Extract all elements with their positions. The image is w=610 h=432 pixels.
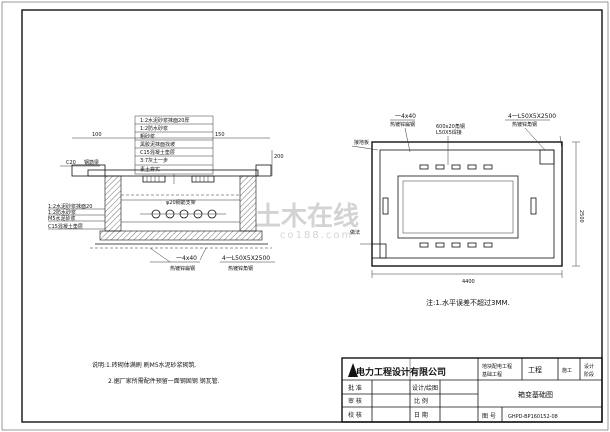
stage-3: 阶段	[584, 371, 594, 378]
vent-bars-top	[419, 164, 493, 170]
layer-4: C15混凝土垫层	[140, 149, 175, 156]
angle-left-label: 一4x40	[176, 255, 197, 262]
vent-bars-bottom	[419, 242, 493, 248]
layer-6: 素土夯实	[140, 166, 160, 173]
angle-right-label: 4一L50X5X2500	[222, 255, 270, 262]
plan-callout-1-sub: 热镀锌扁钢	[390, 121, 415, 128]
stage-2: 设计	[584, 363, 594, 370]
beam-left-label: 钢筋梁	[84, 159, 99, 166]
plan-note: 注:1.水平误差不超过3MM.	[426, 298, 510, 307]
layer-3: 黑胶泥抹面找坡	[140, 141, 175, 148]
watermark-main: 土木在线	[255, 202, 359, 232]
label-drawing-no: 图 号	[482, 413, 496, 420]
dim-right: 200	[274, 154, 284, 160]
plan-dim-height: 2500	[578, 210, 584, 223]
angle-right-sub: 热镀锌角钢	[228, 265, 253, 272]
project-line-1: 地块配电工程	[482, 363, 512, 370]
col-scale: 比 例	[414, 397, 428, 405]
layer-2: 粗砂浆	[140, 133, 155, 140]
dim-top-mid: 150	[215, 132, 225, 138]
section-view: 1:2水泥砂浆抹面20厚 1:2防水砂浆 粗砂浆 黑胶泥抹面找坡 C15混凝土垫…	[48, 115, 284, 272]
pipe-label: φ20钢筋支架	[166, 199, 196, 206]
company-logo-icon	[348, 363, 358, 377]
plan-dim-width: 4400	[462, 279, 475, 285]
side-note-3: M5水泥砂浆	[48, 215, 76, 222]
plan-callout-1: 一4x40	[395, 113, 416, 120]
dim-top-left: 100	[92, 132, 102, 138]
plaster-note: 1:2水泥砂浆抹面20厚	[140, 117, 189, 124]
plan-callout-3: 4一L50X5X2500	[508, 113, 556, 120]
note-line-1: 说明:1.砖砌体满刷 刷M5水泥砂浆砌筑.	[92, 361, 197, 369]
vent-grille-right	[191, 175, 215, 183]
drawing-number: GHPD-BP160152-08	[508, 414, 558, 420]
pipe-left-label: C20	[66, 160, 76, 166]
project-line-2: 基础工程	[482, 371, 502, 378]
label-engineering: 工程	[528, 365, 542, 374]
plan-callout-side: 做法	[350, 229, 360, 236]
inner-frame	[21, 9, 603, 423]
watermark: 土木在线 co188.com	[255, 202, 359, 241]
row-approve: 批 准	[348, 384, 362, 392]
plan-callout-2: 600x20角钢	[436, 123, 465, 130]
col-design: 设计/绘图	[412, 384, 438, 392]
side-note-1: 1:2水泥砂浆抹面20	[48, 203, 92, 210]
stage-1: 施工	[562, 367, 572, 374]
layer-5: 3:7灰土一步	[140, 157, 168, 164]
title-block: 电力工程设计有限公司 地块配电工程 基础工程 工程 施工 设计 阶段 批 准 审…	[341, 357, 603, 423]
vent-grille-left	[142, 175, 166, 183]
layer-1: 1:2防水砂浆	[140, 125, 168, 132]
plan-callout-2-sub: L50X5焊接	[436, 129, 462, 136]
plan-view: 接地板 一4x40 热镀锌扁钢 600x20角钢 L50X5焊接 4一L50X5…	[350, 113, 584, 307]
col-date: 日 期	[414, 411, 428, 419]
row-check: 校 核	[348, 411, 362, 419]
company-name: 电力工程设计有限公司	[356, 366, 446, 378]
watermark-sub: co188.com	[280, 230, 353, 241]
side-note-4: C15混凝土垫层	[48, 223, 83, 230]
row-review: 审 核	[348, 397, 362, 405]
side-note-2: 1:2防水砂浆	[48, 209, 76, 216]
note-line-2: 2.据厂家所需配件预留一面钢固钢 钢瓦管.	[108, 377, 220, 385]
plan-callout-left: 接地板	[354, 139, 369, 146]
plan-callout-3-sub: 热镀锌角钢	[512, 121, 537, 128]
angle-left-sub: 热镀锌扁钢	[170, 265, 195, 272]
general-notes: 说明:1.砖砌体满刷 刷M5水泥砂浆砌筑. 2.据厂家所需配件预留一面钢固钢 钢…	[92, 361, 220, 385]
drawing-name: 箱变基础图	[518, 390, 553, 399]
